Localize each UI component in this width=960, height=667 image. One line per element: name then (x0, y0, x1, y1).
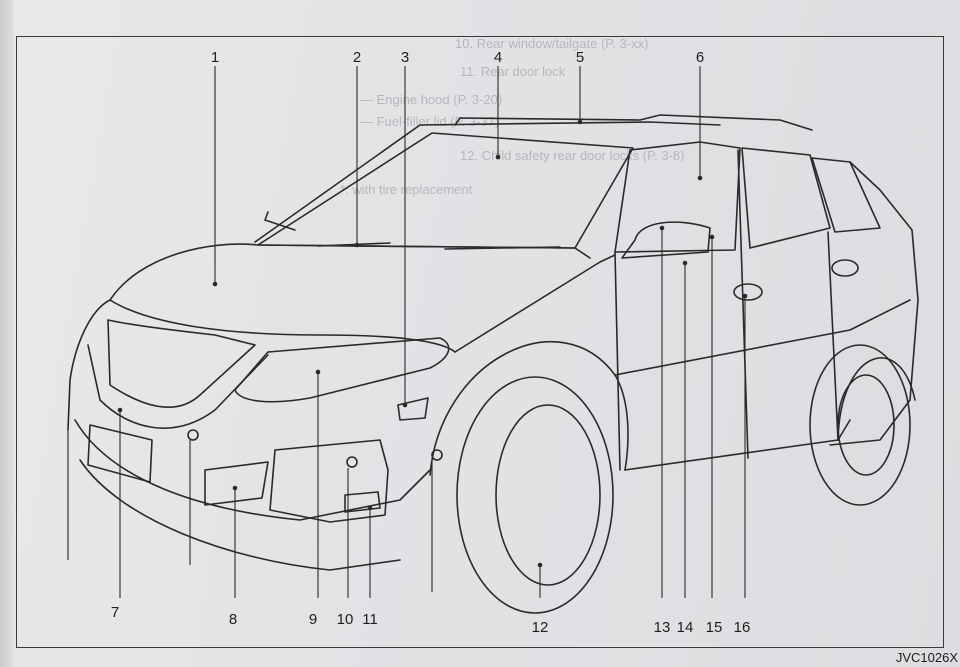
callout-6: 6 (695, 49, 705, 66)
front-sensor (187, 429, 199, 441)
page-binding-edge (0, 0, 14, 667)
bleed-through-line-3: — Engine hood (P. 3-20) (360, 92, 503, 107)
side-turn-signal (397, 397, 429, 421)
wiper-right (444, 246, 561, 250)
figure-frame (16, 36, 944, 648)
callout-16: 16 (733, 619, 751, 636)
callout-13: 13 (653, 619, 671, 636)
front-door-window (614, 141, 741, 253)
roof-rail (454, 114, 813, 131)
side-sensor (346, 456, 358, 468)
fog-light-lens (344, 491, 381, 513)
front-wheel-arch (429, 341, 629, 476)
headlight (234, 337, 450, 403)
callout-2: 2 (352, 49, 362, 66)
body-side-character (614, 299, 911, 376)
license-plate (87, 424, 153, 483)
callout-10: 10 (336, 611, 354, 628)
callout-9: 9 (308, 611, 318, 628)
air-intake (204, 461, 269, 506)
front-door-handle (733, 283, 763, 301)
callout-5: 5 (575, 49, 585, 66)
quarter-window (811, 157, 881, 233)
rear-rim (837, 374, 895, 476)
figure-code: JVC1026X (895, 650, 958, 665)
rear-body (829, 161, 919, 446)
bleed-through-line-6: *: with tire replacement (340, 182, 473, 197)
front-rim (495, 404, 601, 586)
side-mirror (621, 221, 711, 259)
front-grille (107, 319, 256, 409)
front-fender-line (454, 254, 616, 353)
front-door-edge (614, 251, 621, 471)
front-corner (67, 299, 111, 431)
rear-door-handle (831, 259, 859, 277)
front-tire (456, 376, 614, 614)
callout-11: 11 (362, 611, 378, 628)
bleed-through-line-1: 10. Rear window/tailgate (P. 3-xx) (455, 36, 649, 51)
hood-front-edge (109, 299, 456, 353)
callout-7: 7 (110, 604, 120, 621)
fender-sensor (431, 449, 443, 461)
hood (109, 243, 591, 301)
front-bumper (74, 419, 431, 521)
callout-12: 12 (531, 619, 549, 636)
callout-1: 1 (210, 49, 220, 66)
windshield (257, 132, 634, 249)
callout-14: 14 (676, 619, 694, 636)
v-motion-chrome (87, 344, 269, 429)
callout-3: 3 (400, 49, 410, 66)
wiper-left (317, 242, 391, 247)
rear-door-window (741, 147, 831, 249)
fog-light-housing (269, 439, 389, 523)
callout-15: 15 (705, 619, 723, 636)
callout-8: 8 (228, 611, 238, 628)
rear-wheel-arch (837, 357, 916, 441)
roof-outline (254, 121, 721, 243)
b-pillar-line (737, 149, 749, 459)
antenna (264, 211, 296, 231)
bleed-through-line-2: 11. Rear door lock (460, 64, 566, 79)
rear-tire (809, 344, 911, 506)
callout-4: 4 (493, 49, 503, 66)
rear-door-edge (827, 231, 839, 441)
